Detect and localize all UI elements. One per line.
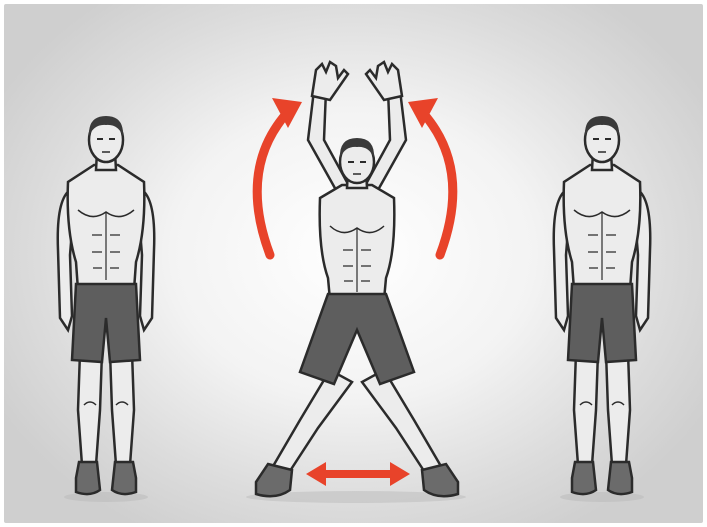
arc-arrow-up-left-icon [257,98,302,255]
standing-figure-left [58,116,155,502]
arc-arrow-up-right-icon [408,98,453,255]
double-arrow-horizontal-icon [306,462,410,486]
standing-figure-right [554,116,651,502]
